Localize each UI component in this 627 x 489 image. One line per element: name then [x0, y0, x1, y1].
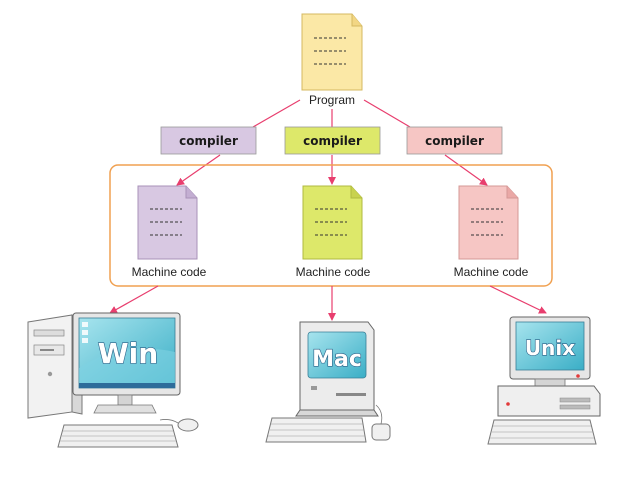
unix-monitor: Unix — [509, 316, 591, 387]
machine-code-document-3 — [458, 185, 519, 260]
machine-code-label-1: Machine code — [132, 265, 207, 279]
compiler-label-1: compiler — [179, 134, 238, 148]
machine-code-label-2: Machine code — [296, 265, 371, 279]
machine-code-group — [109, 164, 553, 287]
unix-os-label: Unix — [525, 336, 575, 360]
program-connectors — [252, 99, 411, 128]
machine-code-document-2 — [302, 185, 363, 260]
compiler-box-3: compiler — [406, 126, 503, 155]
windows-mouse — [159, 418, 199, 432]
machine-code-document-1 — [137, 185, 198, 260]
unix-desktop-case — [497, 385, 601, 417]
machine-code-label-3: Machine code — [454, 265, 529, 279]
machine-code-arrows — [109, 285, 547, 321]
mac-os-label: Mac — [312, 347, 362, 372]
windows-keyboard — [57, 424, 179, 448]
compiler-box-1: compiler — [160, 126, 257, 155]
windows-monitor: Win — [72, 312, 181, 414]
compiler-box-2: compiler — [284, 126, 381, 155]
mac-mouse — [371, 404, 391, 441]
program-document — [301, 13, 363, 91]
mac-keyboard — [265, 417, 367, 443]
unix-keyboard — [487, 419, 597, 445]
mac-body: Mac — [295, 321, 379, 417]
compiler-label-2: compiler — [303, 134, 362, 148]
compiler-label-3: compiler — [425, 134, 484, 148]
program-label: Program — [309, 93, 355, 107]
windows-computer: Win — [27, 312, 199, 448]
mac-screen — [307, 331, 367, 379]
windows-os-label: Win — [98, 337, 158, 370]
compiler-arrows — [176, 154, 488, 186]
unix-screen — [515, 321, 585, 371]
mac-computer: Mac — [265, 321, 391, 443]
unix-computer: Unix — [487, 316, 601, 445]
